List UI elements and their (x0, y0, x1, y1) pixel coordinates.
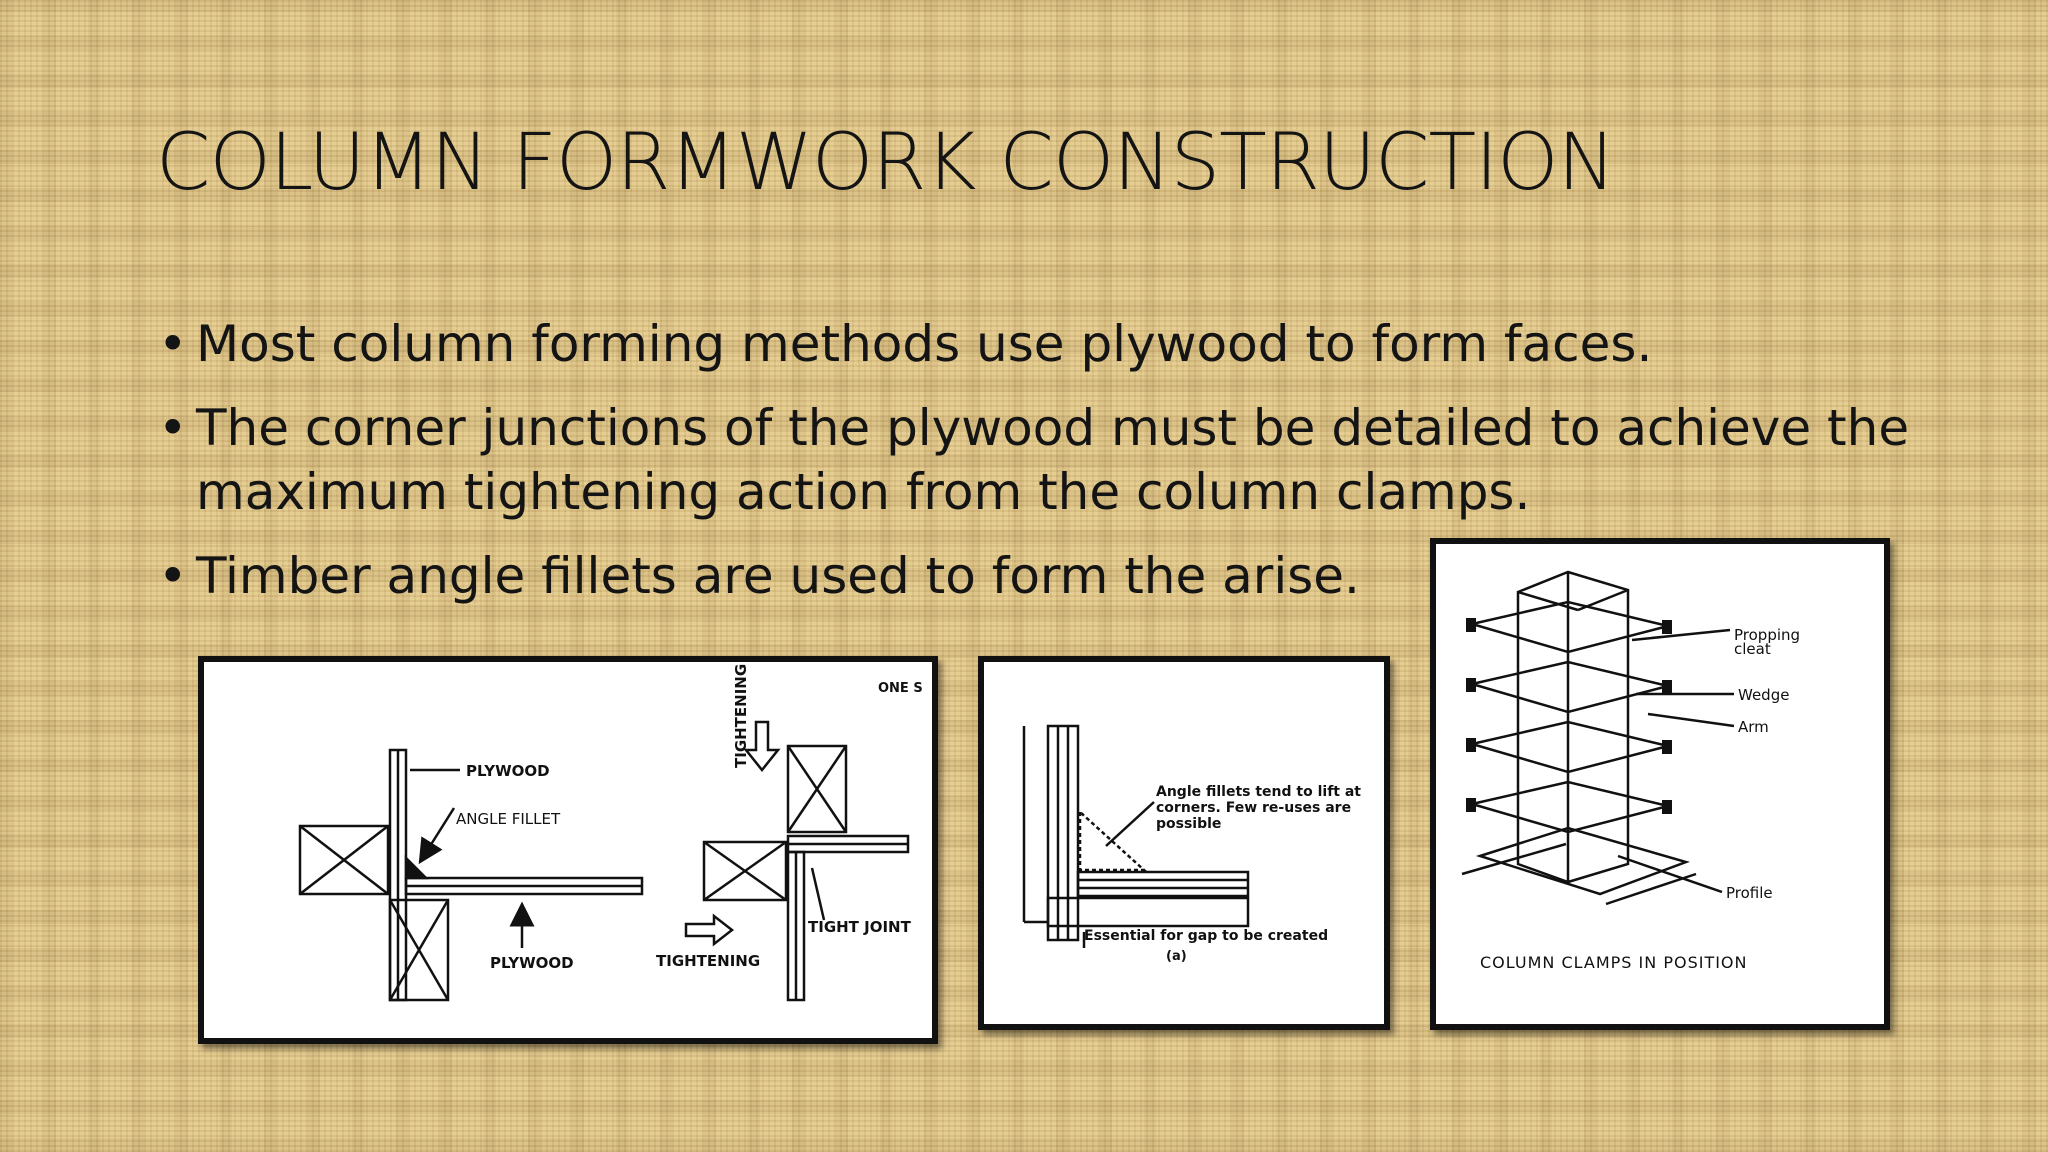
fillet-sub-label: (a) (1166, 949, 1187, 964)
bullet-item: •The corner junctions of the plywood mus… (156, 396, 1916, 524)
bullet-text: Most column forming methods use plywood … (196, 315, 1653, 373)
clamp-wedges (1466, 618, 1672, 814)
bullet-text: The corner junctions of the plywood must… (196, 399, 1910, 521)
tightening-vertical-label: TIGHTENING (732, 664, 750, 768)
plywood-bottom-label: PLYWOOD (490, 954, 574, 972)
left-junction-detail (298, 748, 644, 1002)
column-clamps-figure: Propping cleat Wedge Arm Profile COLUMN … (1430, 538, 1890, 1030)
propping-label-1: Propping (1734, 626, 1800, 644)
bullet-list: •Most column forming methods use plywood… (156, 312, 1916, 628)
fillet-caption: Essential for gap to be created (1084, 928, 1328, 944)
angle-fillet-drawing: Angle fillets tend to lift at corners. F… (1022, 724, 1361, 964)
bullet-marker: • (158, 315, 188, 373)
fillet-section-detail (1022, 724, 1250, 948)
tight-joint-label: TIGHT JOINT (808, 918, 912, 936)
angle-fillet-figure: Angle fillets tend to lift at corners. F… (978, 656, 1390, 1030)
column-isometric (1461, 570, 1735, 906)
plywood-junction-drawing: PLYWOOD ANGLE FILLET PLYWOOD TIGHTENING … (298, 664, 923, 1002)
column-clamps-caption: COLUMN CLAMPS IN POSITION (1480, 953, 1748, 972)
slide-title: COLUMN FORMWORK CONSTRUCTION (156, 118, 1616, 208)
arm-label: Arm (1738, 718, 1769, 736)
fillet-note-line3: possible (1156, 816, 1221, 832)
fillet-note-line2: corners. Few re-uses are (1156, 800, 1351, 816)
plywood-junction-figure: PLYWOOD ANGLE FILLET PLYWOOD TIGHTENING … (198, 656, 938, 1044)
propping-label-2: cleat (1734, 640, 1771, 658)
plywood-top-label: PLYWOOD (466, 762, 550, 780)
tightening-horizontal-label: TIGHTENING (656, 952, 760, 970)
right-junction-detail (684, 720, 910, 1002)
bullet-item: •Most column forming methods use plywood… (156, 312, 1916, 376)
bullet-marker: • (158, 399, 188, 457)
one-side-label: ONE S (878, 681, 923, 696)
fillet-note-line1: Angle fillets tend to lift at (1156, 784, 1361, 800)
wedge-label: Wedge (1738, 686, 1789, 704)
bullet-item: •Timber angle fillets are used to form t… (156, 544, 1916, 608)
profile-label: Profile (1726, 884, 1773, 902)
angle-fillet-label: ANGLE FILLET (456, 810, 561, 828)
column-clamps-drawing: Propping cleat Wedge Arm Profile COLUMN … (1461, 570, 1800, 972)
bullet-text: Timber angle fillets are used to form th… (196, 547, 1360, 605)
bullet-marker: • (158, 547, 188, 605)
